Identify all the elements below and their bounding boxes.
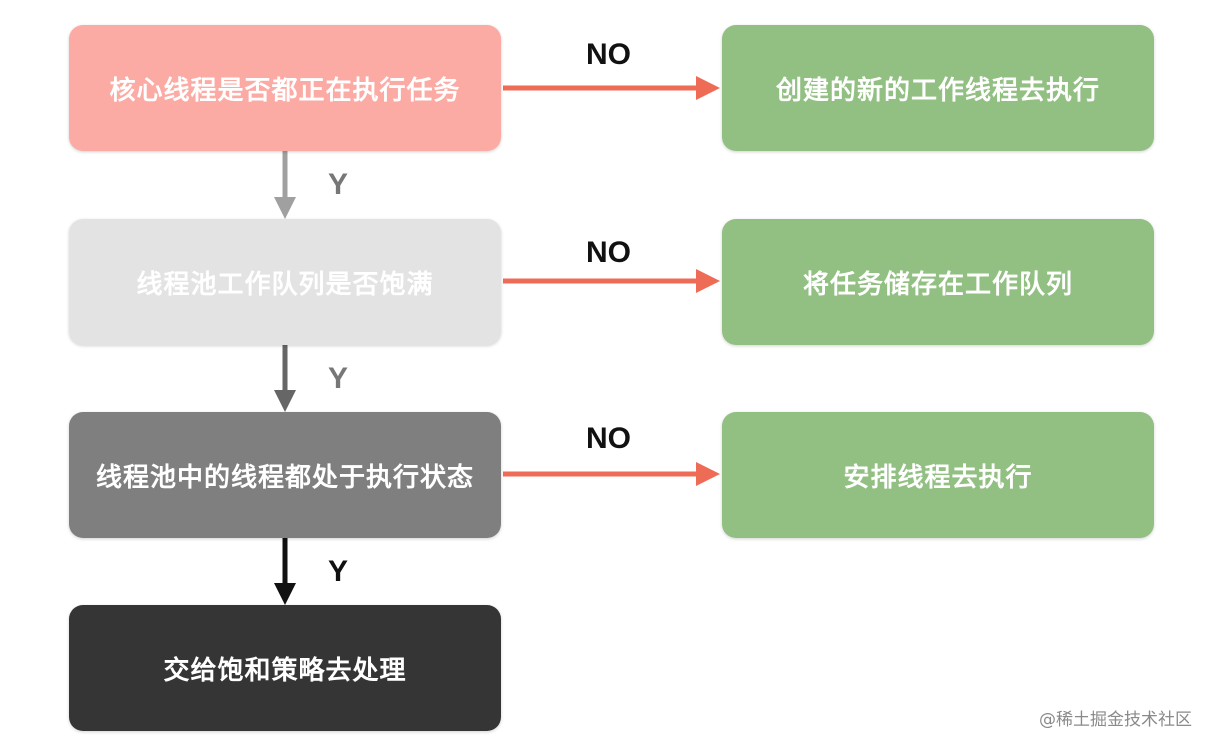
no-label-1: NO: [586, 38, 631, 71]
yes-label-2: Y: [328, 362, 349, 395]
yes-arrow-3: [274, 538, 296, 605]
yes-arrow-1: [274, 151, 296, 219]
step-saturation-policy-label: 交给饱和策略去处理: [163, 655, 407, 686]
no-arrow-1: [503, 76, 720, 100]
action-store-in-queue-label: 将任务储存在工作队列: [802, 269, 1073, 300]
no-arrow-2: [503, 269, 720, 293]
step-queue-full: 线程池工作队列是否饱满: [69, 219, 501, 345]
action-create-worker-thread: 创建的新的工作线程去执行: [722, 25, 1154, 151]
action-create-worker-thread-label: 创建的新的工作线程去执行: [775, 75, 1100, 106]
watermark-text: @稀土掘金技术社区: [1039, 710, 1192, 730]
action-schedule-thread-label: 安排线程去执行: [843, 462, 1033, 493]
no-label-2: NO: [586, 236, 631, 269]
no-arrow-3: [503, 462, 720, 486]
action-schedule-thread: 安排线程去执行: [722, 412, 1154, 538]
action-store-in-queue: 将任务储存在工作队列: [722, 219, 1154, 345]
yes-label-1: Y: [328, 168, 349, 201]
step-core-threads-busy-label: 核心线程是否都正在执行任务: [109, 75, 461, 106]
yes-label-3: Y: [328, 555, 349, 588]
step-all-threads-running-label: 线程池中的线程都处于执行状态: [95, 462, 474, 493]
step-queue-full-label: 线程池工作队列是否饱满: [136, 269, 434, 300]
step-core-threads-busy: 核心线程是否都正在执行任务: [69, 25, 501, 151]
yes-arrow-2: [274, 345, 296, 412]
step-all-threads-running: 线程池中的线程都处于执行状态: [69, 412, 501, 538]
no-label-3: NO: [586, 422, 631, 455]
step-saturation-policy: 交给饱和策略去处理: [69, 605, 501, 731]
